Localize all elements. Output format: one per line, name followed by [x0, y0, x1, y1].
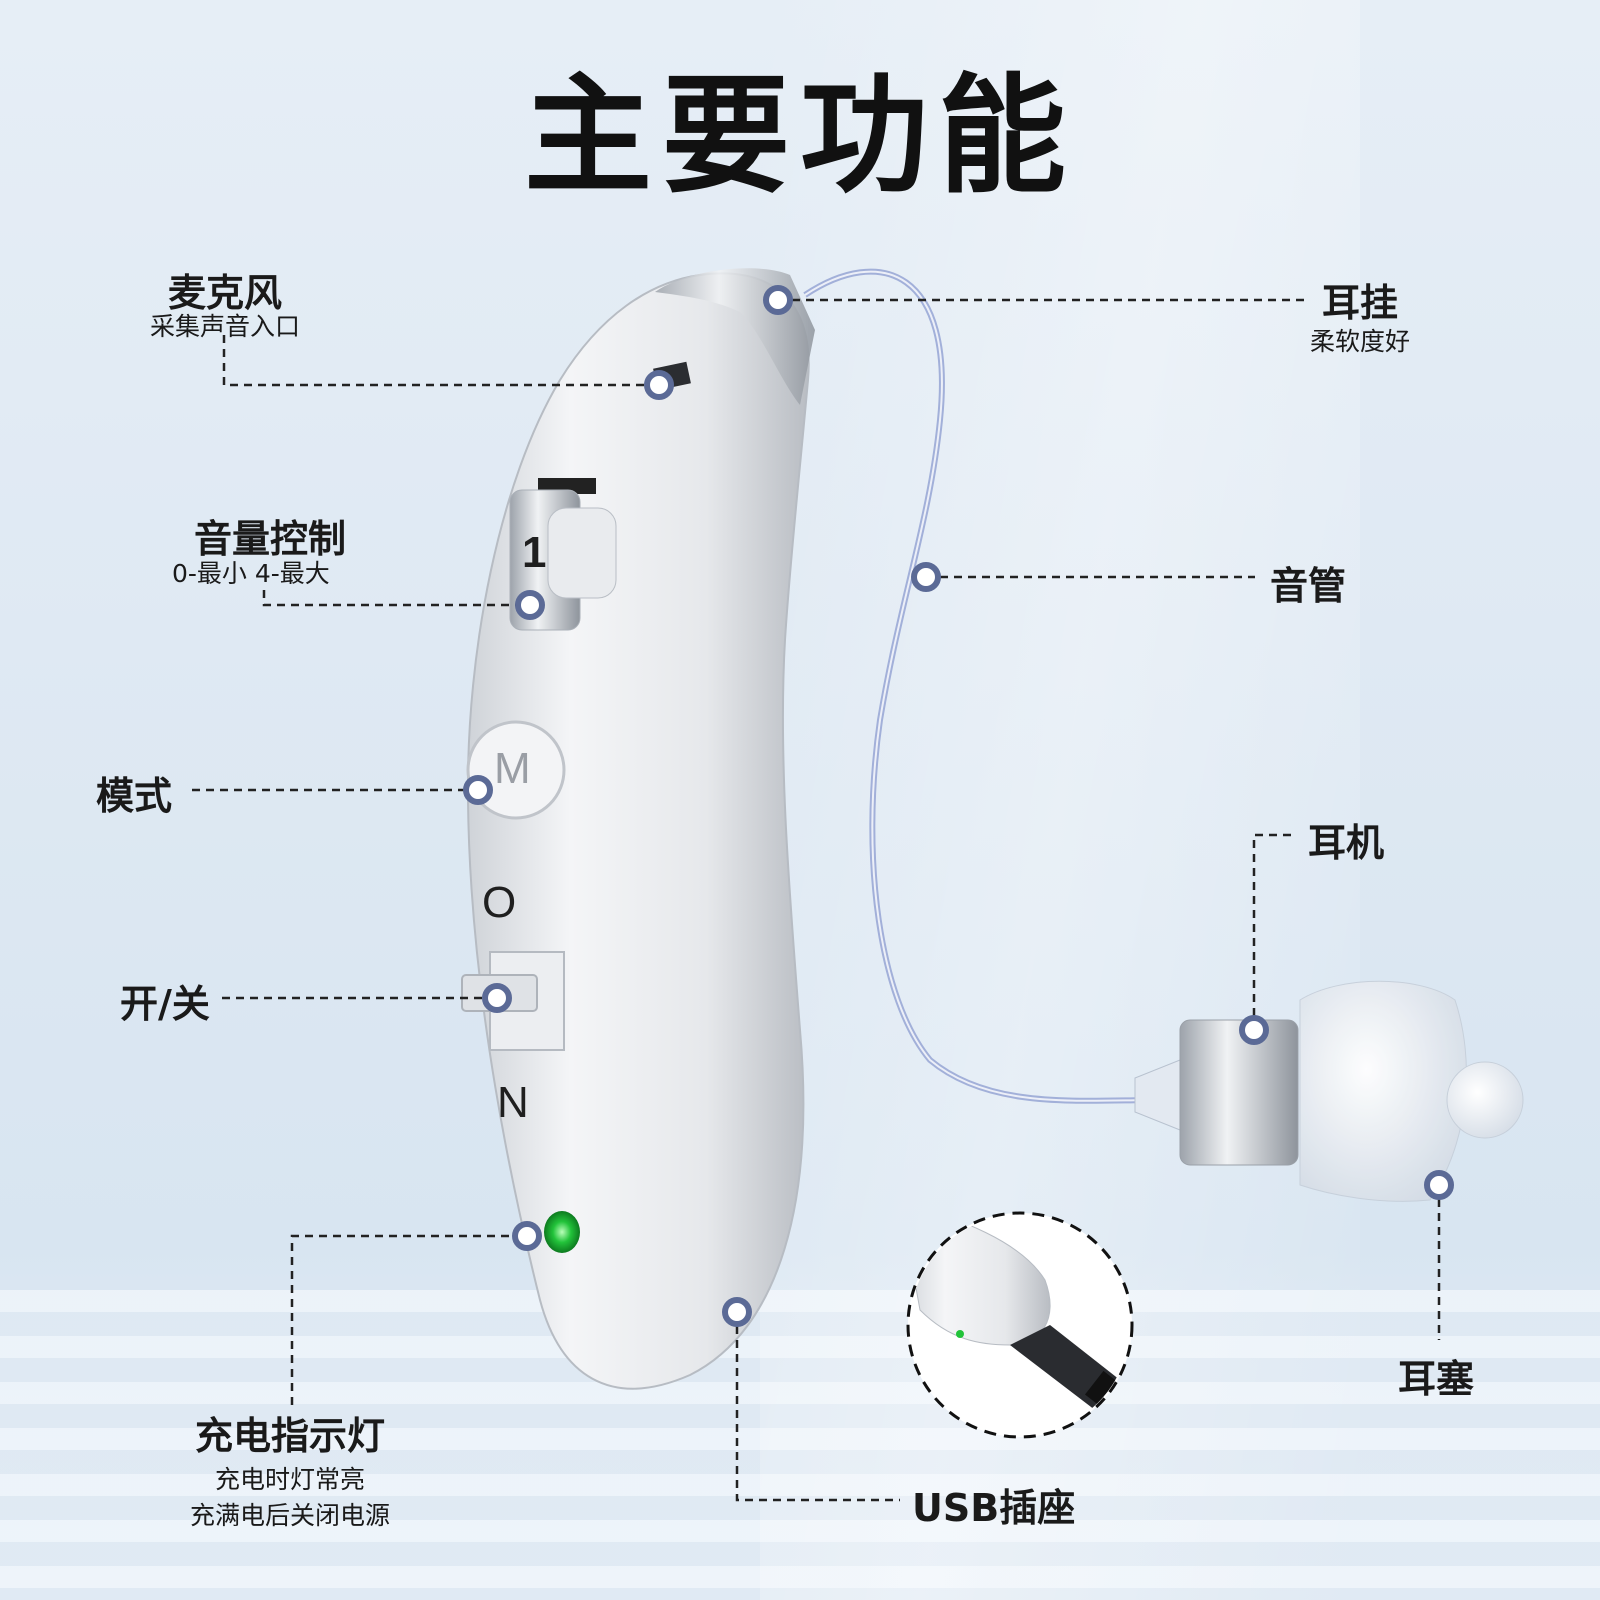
label-volume-desc: 0-最小 4-最大: [172, 559, 330, 588]
mode-button-letter: M: [494, 744, 531, 793]
leader-lines: [192, 298, 1441, 1502]
label-ear-hook: 耳挂: [1322, 281, 1399, 325]
floor-stripes: [0, 1290, 1600, 1600]
label-ear-hook-desc: 柔软度好: [1310, 327, 1411, 356]
switch-letter-n: N: [497, 1078, 529, 1127]
receiver: [1179, 1019, 1299, 1166]
label-mode: 模式: [96, 774, 173, 818]
charge-led: [544, 1211, 580, 1253]
marker-receiver: [1239, 1015, 1269, 1045]
ear-tip: [1299, 980, 1467, 1202]
switch-letter-o: O: [482, 878, 517, 927]
marker-volume: [515, 590, 545, 620]
marker-power: [482, 983, 512, 1013]
device-body: [466, 272, 810, 1390]
label-microphone-desc: 采集声音入口: [149, 312, 300, 341]
marker-ear-tip: [1424, 1170, 1454, 1200]
label-charge-led: 充电指示灯: [194, 1414, 385, 1458]
marker-mode: [463, 775, 493, 805]
label-charge-led-desc1: 充电时灯常亮: [214, 1465, 365, 1494]
label-volume: 音量控制: [193, 517, 346, 561]
label-power: 开/关: [120, 982, 210, 1026]
sound-tube: [803, 268, 1161, 1104]
marker-charge-led: [512, 1221, 542, 1251]
marker-usb: [722, 1297, 752, 1327]
label-microphone: 麦克风: [167, 271, 282, 315]
label-usb: USB插座: [912, 1486, 1076, 1530]
page-title: 主要功能: [523, 62, 1076, 211]
volume-wheel-number: 1: [522, 528, 547, 577]
label-ear-tip: 耳塞: [1398, 1357, 1475, 1401]
marker-sound-tube: [911, 562, 941, 592]
label-charge-led-desc2: 充满电后关闭电源: [189, 1501, 390, 1530]
marker-microphone: [644, 370, 674, 400]
label-sound-tube: 音管: [1270, 564, 1347, 608]
label-receiver: 耳机: [1308, 821, 1385, 865]
marker-ear-hook: [763, 285, 793, 315]
